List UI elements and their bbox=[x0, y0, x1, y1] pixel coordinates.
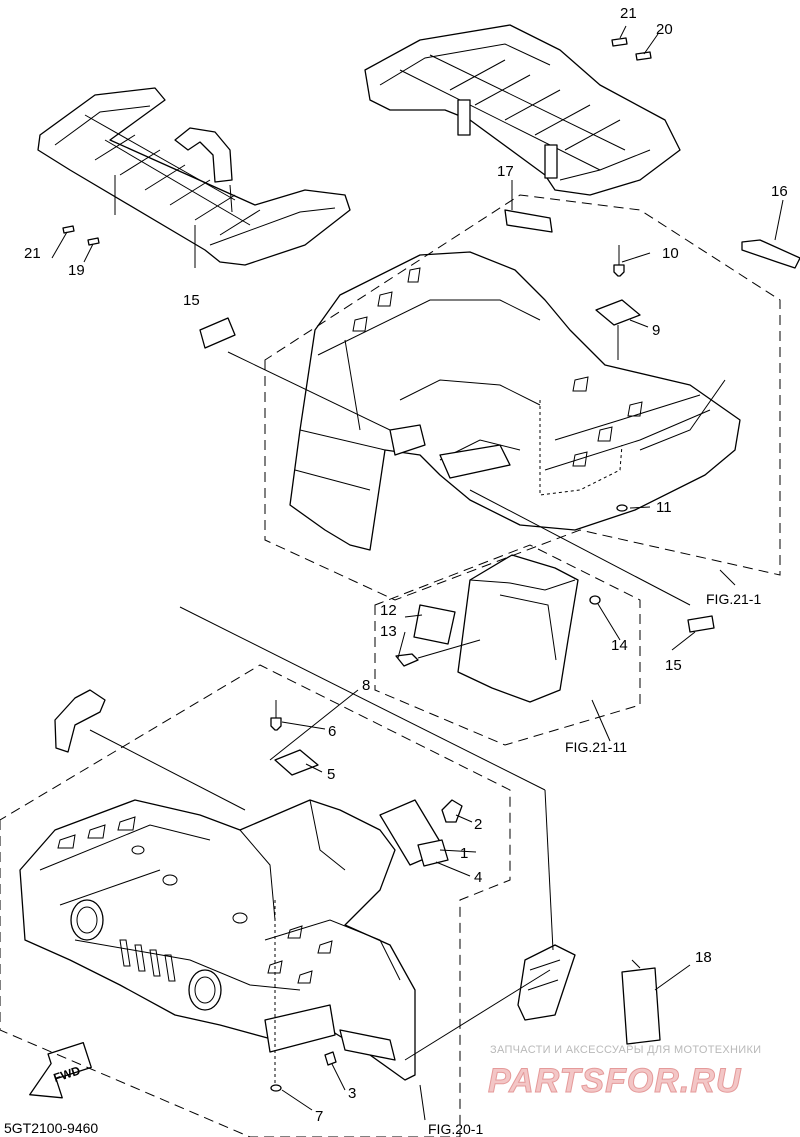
fwd-arrow-icon: FWD bbox=[29, 1041, 92, 1099]
rear-carrier-rack bbox=[364, 24, 681, 196]
callout-8: 8 bbox=[362, 677, 370, 694]
callout-1: 1 bbox=[460, 845, 468, 862]
callout-2: 2 bbox=[474, 816, 482, 833]
leader-lines bbox=[51, 25, 784, 1121]
callout-18: 18 bbox=[695, 949, 712, 966]
callout-14: 14 bbox=[611, 637, 628, 654]
watermark-tagline: ЗАПЧАСТИ И АКСЕССУАРЫ ДЛЯ МОТОТЕХНИКИ bbox=[490, 1044, 761, 1056]
callout-15-rear: 15 bbox=[665, 657, 682, 674]
callout-5: 5 bbox=[327, 766, 335, 783]
fig-ref-20-1: FIG.20-1 bbox=[428, 1121, 483, 1137]
callout-7: 7 bbox=[315, 1108, 323, 1125]
callout-15: 15 bbox=[183, 292, 200, 309]
callout-13: 13 bbox=[380, 623, 397, 640]
callout-9: 9 bbox=[652, 322, 660, 339]
callout-4: 4 bbox=[474, 869, 482, 886]
callout-12: 12 bbox=[380, 602, 397, 619]
callout-20: 20 bbox=[656, 21, 673, 38]
front-decal-and-tag bbox=[54, 689, 661, 1045]
watermark: ЗАПЧАСТИ И АКСЕССУАРЫ ДЛЯ МОТОТЕХНИКИ PA… bbox=[488, 1044, 762, 1101]
callout-21-rear: 21 bbox=[620, 5, 637, 22]
front-carrier-rack bbox=[37, 87, 351, 268]
callout-labels: 1 2 3 4 5 6 7 8 9 10 11 12 13 14 15 15 1… bbox=[24, 5, 788, 1125]
callout-11: 11 bbox=[656, 499, 672, 516]
watermark-brand: PARTSFOR.RU bbox=[488, 1062, 742, 1100]
rear-hardware bbox=[595, 245, 641, 512]
drawing-code: 5GT2100-9460 bbox=[4, 1120, 98, 1136]
figure-references: FIG.21-1 FIG.21-11 FIG.20-1 bbox=[428, 591, 761, 1137]
front-fender bbox=[19, 799, 416, 1085]
decal-parts bbox=[199, 209, 800, 349]
callout-10: 10 bbox=[662, 245, 679, 262]
rear-fender bbox=[289, 251, 741, 551]
callout-6: 6 bbox=[328, 723, 336, 740]
callout-19: 19 bbox=[68, 262, 85, 279]
mud-flap-panel bbox=[395, 554, 715, 703]
group-outlines bbox=[0, 194, 781, 1137]
fig-ref-21-11: FIG.21-11 bbox=[565, 739, 627, 755]
callout-3: 3 bbox=[348, 1085, 356, 1102]
callout-17: 17 bbox=[497, 163, 514, 180]
fig-ref-21-1: FIG.21-1 bbox=[706, 591, 761, 607]
callout-16: 16 bbox=[771, 183, 788, 200]
front-hardware bbox=[270, 700, 463, 1092]
callout-21-front: 21 bbox=[24, 245, 41, 262]
